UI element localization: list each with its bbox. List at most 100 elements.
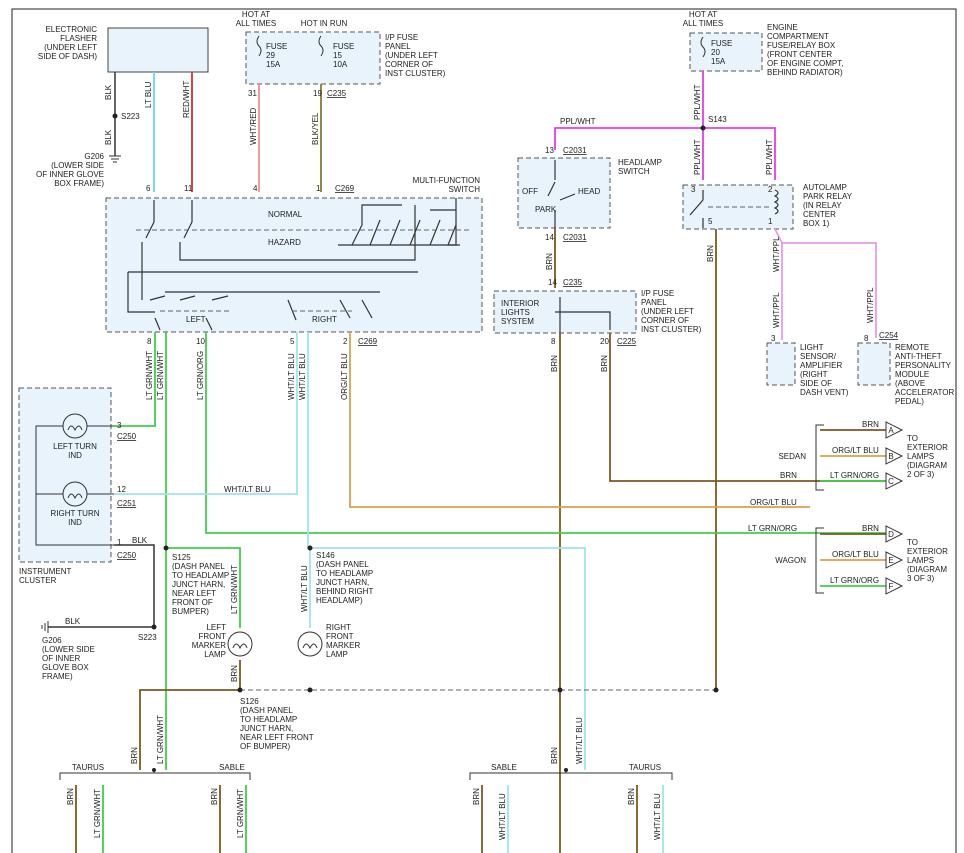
hot-in-run-label: HOT IN RUN: [301, 19, 348, 28]
off-label: OFF: [522, 187, 538, 196]
splice-dots: [112, 113, 719, 772]
wagon-label: WAGON: [775, 556, 806, 565]
rat-l2: ANTI-THEFT: [895, 352, 942, 361]
s126-label: S126 (DASH PANEL TO HEADLAMP JUNCT HARN,…: [240, 697, 314, 751]
relay-pin-1: 1: [768, 217, 773, 226]
s125-l2: (DASH PANEL: [172, 562, 225, 571]
arrow-c: [885, 472, 904, 490]
engine-box-label: ENGINE COMPARTMENT FUSE/RELAY BOX (FRONT…: [767, 23, 843, 77]
vertical-wire-labels: BLK BLK LT BLU RED/WHT WHT/RED BLK/YEL P…: [66, 81, 875, 840]
te2-l2: EXTERIOR: [907, 547, 948, 556]
ls-l2: SENSOR/: [800, 352, 837, 361]
relay-pin-2: 2: [768, 185, 773, 194]
to-ext-1-label: TO EXTERIOR LAMPS (DIAGRAM 2 OF 3): [907, 434, 948, 479]
fuse29-l1: FUSE: [266, 42, 287, 51]
rmk-l2: FRONT: [326, 632, 354, 641]
g206t-l4: BOX FRAME): [54, 179, 104, 188]
eng-l3: FUSE/RELAY BOX: [767, 41, 836, 50]
ic-l1: INSTRUMENT: [19, 567, 72, 576]
mfs-l1: MULTI-FUNCTION: [413, 176, 481, 185]
wire-label-brn-h: BRN: [780, 471, 797, 480]
vl-brn-c225: BRN: [600, 355, 609, 372]
wire-label-orgltblu-h: ORG/LT BLU: [750, 498, 797, 507]
hs-l1: HEADLAMP: [618, 158, 662, 167]
s223-bot-label: S223: [138, 633, 157, 642]
vl-whtppl-2: WHT/PPL: [772, 292, 781, 328]
vl-whtltblu-marker: WHT/LT BLU: [300, 565, 309, 612]
pin-d: D: [888, 530, 894, 539]
left-marker-label: LEFT FRONT MARKER LAMP: [192, 623, 226, 659]
c254-label: C254: [879, 331, 899, 340]
s146-l4: JUNCT HARN,: [316, 578, 369, 587]
s146-l6: HEADLAMP): [316, 596, 363, 605]
rat-l4: MODULE: [895, 370, 929, 379]
g206t-l3: OF INNER GLOVE: [36, 170, 104, 179]
al-l3: (IN RELAY: [803, 201, 842, 210]
s125-l7: BUMPER): [172, 607, 209, 616]
fuse15-l3: 10A: [333, 60, 348, 69]
arrow-e: [885, 551, 904, 569]
ip-fuse-top-label: I/P FUSE PANEL (UNDER LEFT CORNER OF INS…: [385, 33, 446, 78]
ip-fuse-mid-label: I/P FUSE PANEL (UNDER LEFT CORNER OF INS…: [641, 289, 702, 334]
ip-fuse-internals: [555, 297, 611, 333]
taurus-label-2: TAURUS: [629, 763, 661, 772]
flasher-label-2: FLASHER: [60, 34, 97, 43]
interior-lights-label: INTERIOR LIGHTS SYSTEM: [501, 299, 539, 326]
instrument-cluster-label: INSTRUMENT CLUSTER: [19, 567, 72, 585]
vl-brn-t2: BRN: [627, 788, 636, 805]
ls-l4: (RIGHT: [800, 370, 828, 379]
vl-pplwht-1: PPL/WHT: [693, 84, 702, 120]
hot-label-1: HOT AT: [242, 10, 270, 19]
ipm-l2: PANEL: [641, 298, 667, 307]
eng-l4: (FRONT CENTER: [767, 50, 832, 59]
left-marker-lamp-icon: [227, 631, 253, 657]
wire-brn-c225: [609, 333, 890, 482]
wire-label-ltgrnorg-h: LT GRN/ORG: [748, 524, 797, 533]
g206b-l5: FRAME): [42, 672, 73, 681]
eng-l1: ENGINE: [767, 23, 798, 32]
ls-l5: SIDE OF: [800, 379, 832, 388]
vl-grn-t1: LT GRN/WHT: [93, 789, 102, 838]
vl-ltgrnorg: LT GRN/ORG: [196, 351, 205, 400]
arrow-a: [885, 421, 904, 439]
sedan-label: SEDAN: [778, 452, 806, 461]
g206b-l3: OF INNER: [42, 654, 80, 663]
cluster-internal-wiring: [35, 425, 114, 546]
fuse29-l3: 15A: [266, 60, 281, 69]
g206b-l2: (LOWER SIDE: [42, 645, 95, 654]
wire-label-e: ORG/LT BLU: [832, 550, 879, 559]
fuse15-label: FUSE 15 10A: [333, 42, 354, 69]
eng-l6: BEHIND RADIATOR): [767, 68, 843, 77]
te1-l2: EXTERIOR: [907, 443, 948, 452]
vl-brn-ip: BRN: [550, 355, 559, 372]
fuse15-l2: 15: [333, 51, 342, 60]
te2-l5: 3 OF 3): [907, 574, 934, 583]
fuse29-label: FUSE 29 15A: [266, 42, 287, 69]
bracket-taurus-sable-left: [59, 772, 251, 780]
park-label: PARK: [535, 205, 557, 214]
vl-blu-s2: WHT/LT BLU: [498, 793, 507, 840]
relay-pin-5: 5: [708, 217, 713, 226]
c250-bot-label: C250: [117, 551, 137, 560]
rmk-l4: LAMP: [326, 650, 348, 659]
te1-l4: (DIAGRAM: [907, 461, 947, 470]
g206-bot-label: G206 (LOWER SIDE OF INNER GLOVE BOX FRAM…: [42, 636, 95, 681]
pin-a: A: [888, 426, 894, 435]
lti-l2: IND: [68, 451, 82, 460]
light-sensor-label: LIGHT SENSOR/ AMPLIFIER (RIGHT SIDE OF D…: [800, 343, 849, 397]
hot-label-2: ALL TIMES: [236, 19, 276, 28]
anti-theft-label: REMOTE ANTI-THEFT PERSONALITY MODULE (AB…: [895, 343, 954, 406]
relay-internals: [689, 189, 779, 228]
vl-brn-s2: BRN: [472, 788, 481, 805]
flasher-label-4: SIDE OF DASH): [38, 52, 97, 61]
wire-ltgrnorg: [205, 332, 890, 534]
hot2-l1: HOT AT: [689, 10, 717, 19]
vl-whtred: WHT/RED: [249, 107, 258, 145]
wire-blk-cluster: [48, 544, 155, 628]
flasher-label: ELECTRONIC FLASHER (UNDER LEFT SIDE OF D…: [38, 25, 97, 61]
hazard-label: HAZARD: [268, 238, 301, 247]
pin-20: 20: [600, 337, 609, 346]
vl-grn-s1: LT GRN/WHT: [236, 789, 245, 838]
arrow-b: [885, 447, 904, 465]
right-turn-ind-bulb: [62, 481, 88, 507]
